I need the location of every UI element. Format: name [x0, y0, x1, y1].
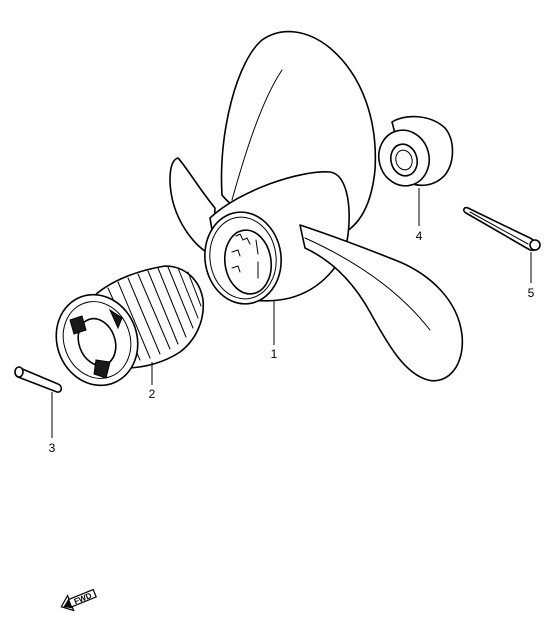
callout-1: 1 — [271, 347, 278, 361]
propeller-blade-left — [169, 157, 216, 256]
callout-2: 2 — [149, 387, 156, 401]
nut — [377, 115, 454, 187]
cotter-pin — [463, 206, 541, 252]
fwd-label: FWD — [73, 591, 93, 606]
fwd-direction-marker: FWD — [60, 588, 97, 612]
propeller-blade-bottom — [299, 224, 464, 382]
pin — [14, 366, 63, 393]
bushing — [55, 265, 205, 387]
callout-3: 3 — [49, 441, 56, 455]
callout-4: 4 — [416, 229, 423, 243]
propeller — [169, 30, 464, 382]
propeller-splined-bore — [223, 229, 273, 295]
callout-5: 5 — [528, 286, 535, 300]
